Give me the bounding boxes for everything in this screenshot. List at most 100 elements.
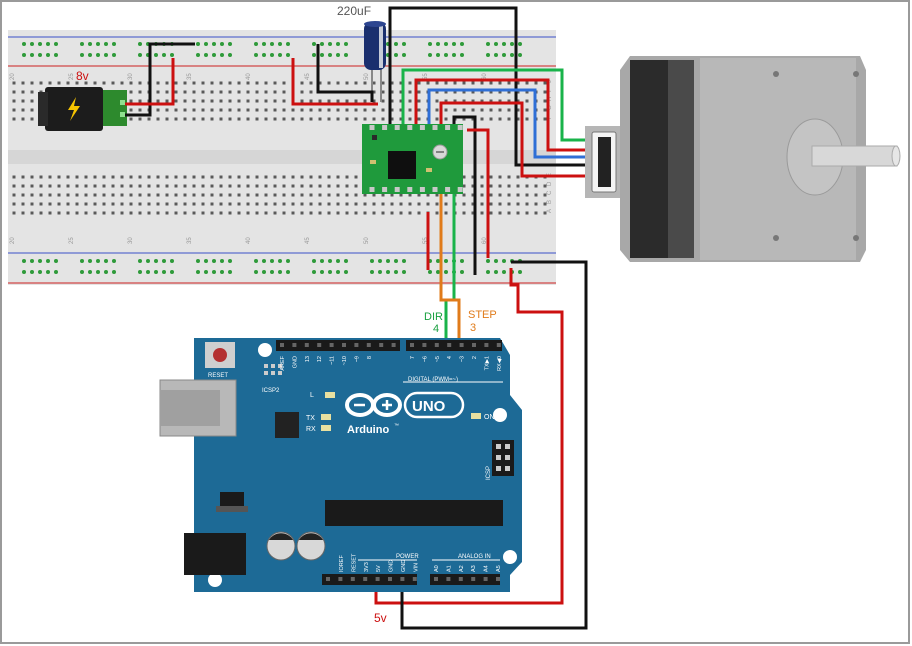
breadboard-hole[interactable] [327,108,331,112]
breadboard-hole[interactable] [498,108,502,112]
breadboard-hole[interactable] [183,108,187,112]
breadboard-hole[interactable] [489,175,493,179]
breadboard-hole[interactable] [66,175,70,179]
breadboard-hole[interactable] [210,108,214,112]
breadboard-hole[interactable] [39,175,43,179]
breadboard-hole[interactable] [156,81,160,85]
breadboard-hole[interactable] [525,108,529,112]
breadboard-hole[interactable] [30,184,34,188]
rail-hole[interactable] [312,42,316,46]
rail-hole[interactable] [402,53,406,57]
breadboard-hole[interactable] [48,175,52,179]
breadboard-hole[interactable] [219,108,223,112]
rail-hole[interactable] [104,42,108,46]
breadboard-hole[interactable] [246,184,250,188]
breadboard-hole[interactable] [318,202,322,206]
breadboard-hole[interactable] [309,193,313,197]
breadboard-hole[interactable] [156,184,160,188]
rail-hole[interactable] [220,42,224,46]
breadboard-hole[interactable] [57,211,61,215]
breadboard-hole[interactable] [183,175,187,179]
rail-hole[interactable] [312,270,316,274]
breadboard-hole[interactable] [129,193,133,197]
breadboard-hole[interactable] [12,202,16,206]
breadboard-hole[interactable] [318,117,322,121]
breadboard-hole[interactable] [363,108,367,112]
breadboard-hole[interactable] [444,193,448,197]
breadboard-hole[interactable] [345,99,349,103]
breadboard-hole[interactable] [408,193,412,197]
breadboard-hole[interactable] [255,117,259,121]
header-hole[interactable] [375,577,380,581]
breadboard-hole[interactable] [174,108,178,112]
breadboard-hole[interactable] [327,117,331,121]
breadboard-hole[interactable] [237,193,241,197]
breadboard-hole[interactable] [309,90,313,94]
rail-hole[interactable] [502,259,506,263]
breadboard-hole[interactable] [363,81,367,85]
rail-hole[interactable] [254,270,258,274]
breadboard-hole[interactable] [480,117,484,121]
breadboard-hole[interactable] [84,211,88,215]
breadboard-hole[interactable] [291,175,295,179]
breadboard-hole[interactable] [525,193,529,197]
breadboard-hole[interactable] [192,211,196,215]
breadboard-hole[interactable] [201,193,205,197]
breadboard-hole[interactable] [264,184,268,188]
breadboard-hole[interactable] [444,202,448,206]
breadboard-hole[interactable] [228,175,232,179]
breadboard-hole[interactable] [156,90,160,94]
breadboard-hole[interactable] [273,211,277,215]
breadboard-hole[interactable] [471,175,475,179]
breadboard-hole[interactable] [138,99,142,103]
breadboard-hole[interactable] [507,117,511,121]
breadboard-hole[interactable] [57,184,61,188]
breadboard-hole[interactable] [12,193,16,197]
breadboard-hole[interactable] [507,193,511,197]
breadboard-hole[interactable] [39,81,43,85]
breadboard-hole[interactable] [516,81,520,85]
rail-hole[interactable] [444,53,448,57]
rail-hole[interactable] [80,53,84,57]
header-hole[interactable] [434,577,438,581]
breadboard-hole[interactable] [129,184,133,188]
breadboard-hole[interactable] [408,90,412,94]
rail-hole[interactable] [460,259,464,263]
rail-hole[interactable] [104,270,108,274]
breadboard-hole[interactable] [507,184,511,188]
rail-hole[interactable] [312,259,316,263]
breadboard-hole[interactable] [426,81,430,85]
breadboard-hole[interactable] [390,211,394,215]
breadboard-hole[interactable] [57,81,61,85]
breadboard-hole[interactable] [174,90,178,94]
breadboard-hole[interactable] [165,99,169,103]
rail-hole[interactable] [336,259,340,263]
breadboard-hole[interactable] [543,108,547,112]
rail-hole[interactable] [286,270,290,274]
header-hole[interactable] [350,577,355,581]
header-hole[interactable] [422,343,427,347]
breadboard-hole[interactable] [345,175,349,179]
breadboard-hole[interactable] [129,99,133,103]
breadboard-hole[interactable] [282,193,286,197]
header-hole[interactable] [458,577,463,581]
breadboard-hole[interactable] [381,117,385,121]
breadboard-hole[interactable] [327,99,331,103]
rail-hole[interactable] [162,53,166,57]
breadboard-hole[interactable] [147,117,151,121]
rail-hole[interactable] [278,42,282,46]
breadboard-hole[interactable] [390,117,394,121]
rail-hole[interactable] [502,42,506,46]
rail-hole[interactable] [154,259,158,263]
header-hole[interactable] [496,343,501,347]
breadboard-hole[interactable] [120,202,124,206]
breadboard-hole[interactable] [255,90,259,94]
breadboard-hole[interactable] [291,184,295,188]
breadboard-hole[interactable] [210,90,214,94]
header-hole[interactable] [326,577,330,581]
breadboard-hole[interactable] [471,211,475,215]
rail-hole[interactable] [80,42,84,46]
breadboard-hole[interactable] [381,90,385,94]
breadboard-hole[interactable] [498,117,502,121]
breadboard-hole[interactable] [174,117,178,121]
